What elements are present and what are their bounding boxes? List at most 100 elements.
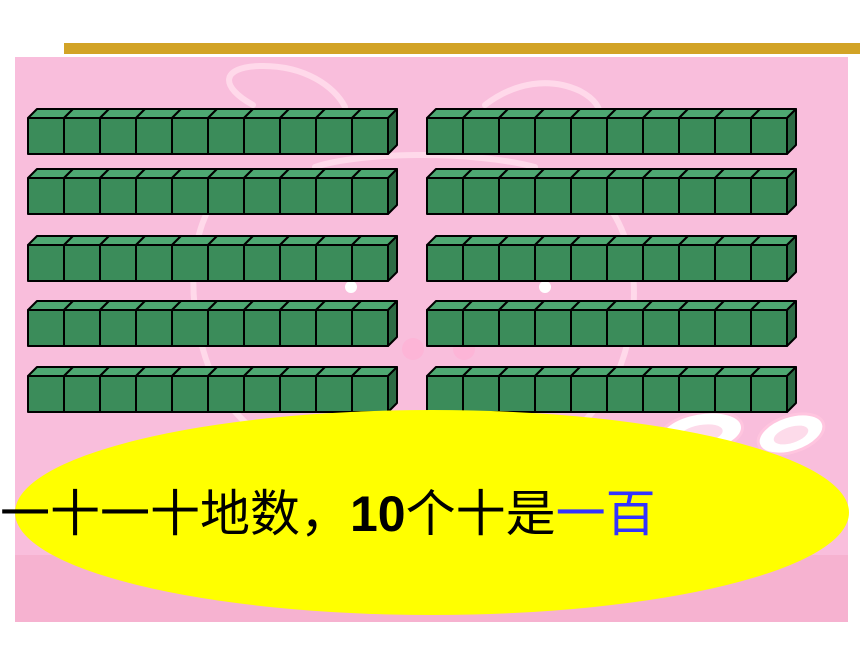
cube-face bbox=[315, 177, 353, 215]
cube-face bbox=[462, 244, 500, 282]
cube-face bbox=[27, 309, 65, 347]
cube-face bbox=[714, 117, 752, 155]
cube-face bbox=[99, 309, 137, 347]
cube-face bbox=[279, 177, 317, 215]
ten-rod bbox=[426, 300, 797, 347]
cube-face bbox=[714, 375, 752, 413]
cube-face bbox=[171, 309, 209, 347]
cube-face bbox=[99, 375, 137, 413]
cube-face bbox=[462, 375, 500, 413]
cube-face bbox=[315, 375, 353, 413]
cube-face bbox=[315, 309, 353, 347]
ten-rod bbox=[426, 168, 797, 215]
rod-side bbox=[786, 235, 797, 282]
rod-side bbox=[786, 108, 797, 155]
ten-rod bbox=[27, 108, 398, 155]
cube-face bbox=[135, 309, 173, 347]
cube-face bbox=[462, 177, 500, 215]
cube-face bbox=[426, 244, 464, 282]
cube-face bbox=[642, 244, 680, 282]
cube-face bbox=[678, 244, 716, 282]
cube-face bbox=[135, 117, 173, 155]
cube-face bbox=[99, 177, 137, 215]
cube-face bbox=[135, 177, 173, 215]
caption-part-2: 个十是 bbox=[405, 485, 556, 543]
cube-face bbox=[750, 309, 788, 347]
ten-rod bbox=[27, 168, 398, 215]
caption-part-1: 一十一十地数， bbox=[0, 485, 350, 543]
cube-face bbox=[279, 117, 317, 155]
cube-face bbox=[351, 244, 389, 282]
cube-face bbox=[279, 375, 317, 413]
ten-rod bbox=[27, 300, 398, 347]
cube-face bbox=[63, 309, 101, 347]
cube-face bbox=[606, 375, 644, 413]
cube-face bbox=[534, 309, 572, 347]
rod-side bbox=[786, 300, 797, 347]
ten-rod bbox=[426, 108, 797, 155]
cube-face bbox=[498, 375, 536, 413]
cube-face bbox=[426, 117, 464, 155]
cube-face bbox=[750, 375, 788, 413]
cube-face bbox=[63, 375, 101, 413]
cube-face bbox=[570, 117, 608, 155]
cube-face bbox=[462, 309, 500, 347]
cube-face bbox=[570, 244, 608, 282]
cube-face bbox=[750, 117, 788, 155]
caption-text: 一十一十地数，10个十是一百 bbox=[0, 474, 860, 554]
cube-face bbox=[498, 177, 536, 215]
cube-face bbox=[462, 117, 500, 155]
cube-face bbox=[606, 117, 644, 155]
rod-side bbox=[387, 235, 398, 282]
rod-side bbox=[387, 366, 398, 413]
cube-face bbox=[534, 177, 572, 215]
cube-face bbox=[750, 244, 788, 282]
cube-face bbox=[171, 375, 209, 413]
cube-face bbox=[243, 375, 281, 413]
cube-face bbox=[714, 244, 752, 282]
cube-face bbox=[678, 375, 716, 413]
cube-face bbox=[243, 244, 281, 282]
cube-face bbox=[534, 375, 572, 413]
cube-face bbox=[534, 244, 572, 282]
cube-face bbox=[27, 117, 65, 155]
cube-face bbox=[27, 177, 65, 215]
cube-face bbox=[570, 309, 608, 347]
cube-face bbox=[678, 309, 716, 347]
rod-side bbox=[387, 300, 398, 347]
cube-face bbox=[351, 177, 389, 215]
cube-face bbox=[279, 244, 317, 282]
cube-face bbox=[243, 117, 281, 155]
ten-rod bbox=[27, 235, 398, 282]
cube-face bbox=[27, 244, 65, 282]
cube-face bbox=[426, 177, 464, 215]
ten-rod bbox=[426, 366, 797, 413]
cube-face bbox=[315, 244, 353, 282]
cube-face bbox=[570, 375, 608, 413]
caption-highlight: 一百 bbox=[555, 485, 656, 543]
rod-side bbox=[786, 168, 797, 215]
cube-face bbox=[171, 244, 209, 282]
cube-face bbox=[99, 244, 137, 282]
cube-face bbox=[207, 375, 245, 413]
cube-face bbox=[351, 117, 389, 155]
cube-face bbox=[714, 309, 752, 347]
ten-rod bbox=[27, 366, 398, 413]
caption-bubble bbox=[15, 410, 849, 615]
ten-rod bbox=[426, 235, 797, 282]
cube-face bbox=[135, 375, 173, 413]
cube-face bbox=[570, 177, 608, 215]
cube-face bbox=[426, 309, 464, 347]
cube-face bbox=[606, 244, 644, 282]
rod-side bbox=[387, 168, 398, 215]
cube-face bbox=[207, 117, 245, 155]
cube-face bbox=[534, 117, 572, 155]
cube-face bbox=[606, 177, 644, 215]
cube-face bbox=[279, 309, 317, 347]
cube-face bbox=[27, 375, 65, 413]
cube-face bbox=[171, 117, 209, 155]
cube-face bbox=[498, 309, 536, 347]
cube-face bbox=[714, 177, 752, 215]
